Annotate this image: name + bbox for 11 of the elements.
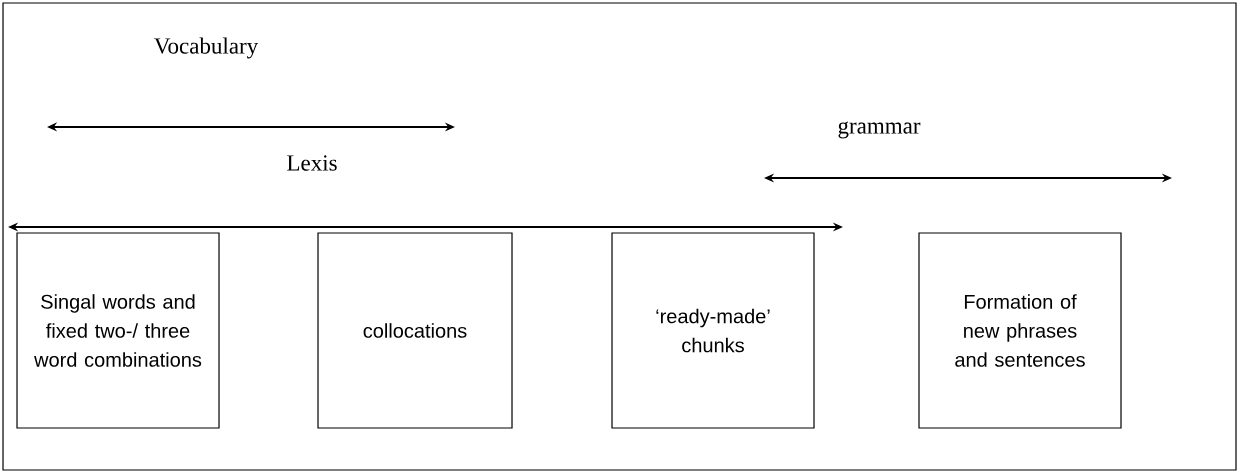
text-box [611, 232, 815, 429]
text-box [16, 232, 220, 429]
text-box [317, 232, 513, 429]
range-label: Vocabulary [154, 37, 259, 59]
range-label: grammar [838, 121, 921, 139]
box-text: ‘ready-made’ chunks [656, 308, 770, 353]
box-text: collocations [363, 323, 467, 338]
text-box [918, 232, 1122, 429]
range-label: Lexis [287, 155, 337, 171]
box-text: Singal words and fixed two-/ three word combinations [34, 294, 202, 367]
box-text: Formation of new phrases and sentences [955, 294, 1085, 367]
